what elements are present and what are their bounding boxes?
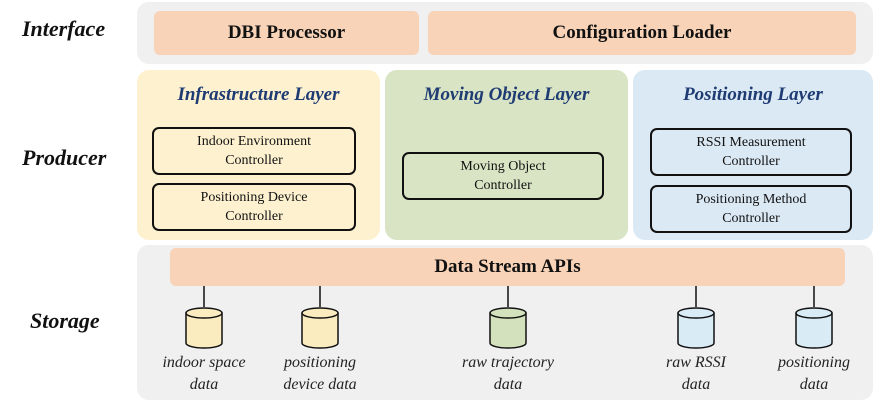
positioning-method-controller-line1: Positioning Method [695, 192, 807, 207]
indoor-environment-controller-line1: Indoor Environment [197, 134, 311, 149]
moving-object-layer-title: Moving Object Layer [423, 84, 590, 105]
indoor-environment-controller: Indoor Environment Controller [152, 127, 356, 175]
moving-object-controller: Moving Object Controller [402, 152, 604, 200]
data-stream-apis-bar: Data Stream APIs [170, 248, 845, 286]
database-icon-raw-rssi [677, 286, 715, 349]
database-icon-raw-trajectory [489, 286, 527, 349]
database-caption-raw-rssi-line2: data [681, 376, 711, 393]
database-caption-positioning-line1: positioning [777, 354, 850, 371]
positioning-device-controller-line1: Positioning Device [200, 190, 308, 205]
moving-object-controller-line1: Moving Object [460, 159, 546, 174]
database-caption-raw-rssi-line1: raw RSSI [666, 354, 726, 371]
configuration-loader-label: Configuration Loader [552, 22, 732, 43]
dbi-processor-box: DBI Processor [154, 11, 419, 55]
database-caption-positioning: positioning data [754, 352, 874, 396]
database-caption-indoor-space-line2: data [189, 376, 219, 393]
row-label-interface: Interface [22, 16, 106, 41]
database-caption-raw-trajectory-line2: data [493, 376, 523, 393]
infrastructure-layer-title: Infrastructure Layer [177, 84, 340, 105]
positioning-layer-title: Positioning Layer [683, 84, 823, 105]
positioning-method-controller-line2: Controller [722, 211, 780, 226]
rssi-measurement-controller-line2: Controller [722, 154, 780, 169]
database-caption-positioning-line2: data [799, 376, 829, 393]
row-label-producer: Producer [22, 145, 107, 170]
database-icon-positioning [795, 286, 833, 349]
database-caption-positioning-device-line2: device data [283, 376, 357, 393]
positioning-layer-panel [633, 70, 873, 240]
database-caption-raw-rssi: raw RSSI data [636, 352, 756, 396]
row-label-storage: Storage [30, 308, 100, 333]
positioning-device-controller-line2: Controller [225, 209, 283, 224]
database-caption-raw-trajectory-line1: raw trajectory [462, 354, 554, 371]
indoor-environment-controller-line2: Controller [225, 153, 283, 168]
rssi-measurement-controller-line1: RSSI Measurement [696, 135, 806, 150]
positioning-device-controller: Positioning Device Controller [152, 183, 356, 231]
moving-object-controller-line2: Controller [474, 178, 532, 193]
dbi-processor-label: DBI Processor [227, 22, 346, 43]
infrastructure-layer-panel [137, 70, 380, 240]
data-stream-apis-label: Data Stream APIs [434, 256, 581, 277]
database-caption-indoor-space-line1: indoor space [162, 354, 246, 371]
database-icon-positioning-device [301, 286, 339, 349]
positioning-method-controller: Positioning Method Controller [650, 185, 852, 233]
database-caption-indoor-space: indoor space data [139, 352, 269, 396]
database-caption-positioning-device: positioning device data [255, 352, 385, 396]
rssi-measurement-controller: RSSI Measurement Controller [650, 128, 852, 176]
moving-object-layer-panel [385, 70, 628, 240]
configuration-loader-box: Configuration Loader [428, 11, 856, 55]
database-caption-raw-trajectory: raw trajectory data [438, 352, 578, 396]
database-icon-indoor-space [185, 286, 223, 349]
database-caption-positioning-device-line1: positioning [283, 354, 356, 371]
